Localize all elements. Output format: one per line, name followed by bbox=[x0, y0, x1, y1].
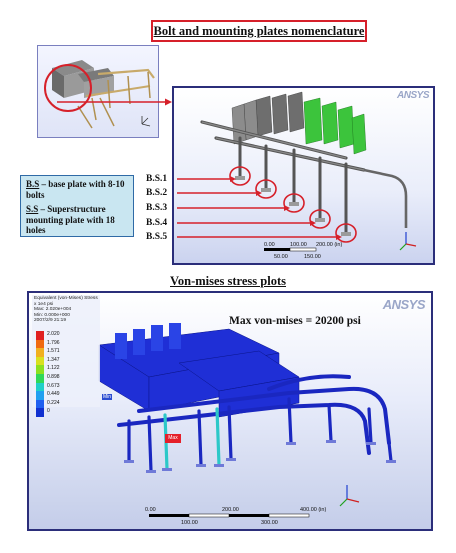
base-plate-label-1: B.S.1 bbox=[146, 174, 168, 184]
page-title: Bolt and mounting plates nomenclature bbox=[151, 20, 367, 42]
max-vonmises-label: Max von-mises = 20200 psi bbox=[229, 315, 361, 327]
colorbar-label: 1.796 bbox=[47, 339, 60, 346]
base-plate-label-5: B.S.5 bbox=[146, 232, 168, 242]
overview-model bbox=[44, 60, 155, 129]
legend-title: Equivalent (von-Mises) Stress bbox=[34, 296, 98, 301]
colorbar-label: 0.449 bbox=[47, 391, 60, 398]
stress-scale-0: 0.00 bbox=[145, 507, 156, 513]
base-plate-label-4: B.S.4 bbox=[146, 218, 168, 228]
colorbar-swatch bbox=[36, 348, 44, 357]
stress-legend-header: Equivalent (von-Mises) Stress x 1e4 psi … bbox=[32, 295, 100, 325]
stress-scale-100: 100.00 bbox=[181, 520, 198, 526]
colorbar-swatch bbox=[36, 356, 44, 366]
stress-model bbox=[98, 323, 396, 518]
detail-model bbox=[200, 91, 417, 252]
legend-date: 2007/2/9 21:19 bbox=[34, 318, 67, 324]
min-stress-tag: Min bbox=[102, 394, 113, 400]
colorbar-label: 0.224 bbox=[47, 399, 60, 406]
colorbar-swatch bbox=[36, 339, 44, 349]
colorbar-swatch bbox=[36, 374, 44, 383]
stress-legend: Equivalent (von-Mises) Stress x 1e4 psi … bbox=[32, 295, 100, 417]
colorbar-label: 2.020 bbox=[47, 331, 60, 337]
colorbar-label: 1.571 bbox=[47, 348, 60, 355]
stress-scale-400: 400.00 (in) bbox=[300, 507, 327, 513]
detail-view-panel: ANSYS 0.00 50.00 100.00 150.00 200.00 (i… bbox=[172, 86, 435, 265]
legend-ss-entry: S.S – Superstructure mounting plate with… bbox=[26, 204, 128, 236]
scale-label-150: 150.00 bbox=[304, 254, 321, 260]
colorbar-swatch bbox=[36, 399, 44, 409]
ansys-watermark: ANSYS bbox=[397, 90, 429, 101]
colorbar-swatch bbox=[36, 382, 44, 392]
legend-max: Max: 2.020e+004 bbox=[34, 307, 72, 313]
base-plate-label-2: B.S.2 bbox=[146, 188, 168, 198]
legend-unit: x 1e4 psi bbox=[34, 301, 54, 307]
colorbar-label: 0.898 bbox=[47, 374, 60, 380]
colorbar-swatch bbox=[36, 391, 44, 400]
scale-label-100: 100.00 bbox=[290, 242, 307, 248]
colorbar-swatch bbox=[36, 365, 44, 374]
legend-ss-text: – Superstructure mounting plate with 18 … bbox=[26, 204, 115, 235]
colorbar-label: 1.347 bbox=[47, 356, 60, 363]
abbreviation-legend: B.S – base plate with 8-10 bolts S.S – S… bbox=[20, 175, 134, 237]
colorbar-label: 1.122 bbox=[47, 365, 60, 372]
colorbar-swatch bbox=[36, 331, 44, 340]
legend-min: Min: 0.000e+000 bbox=[34, 312, 70, 318]
stress-plot-panel: Equivalent (von-Mises) Stress x 1e4 psi … bbox=[27, 291, 433, 531]
colorbar-label: 0.673 bbox=[47, 382, 60, 389]
colorbar-label: 0 bbox=[47, 408, 50, 415]
scale-label-0: 0.00 bbox=[264, 242, 275, 248]
legend-bs-entry: B.S – base plate with 8-10 bolts bbox=[26, 179, 128, 200]
stress-scale-300: 300.00 bbox=[261, 520, 278, 526]
ansys-watermark-stress: ANSYS bbox=[382, 297, 426, 312]
legend-bs-text: – base plate with 8-10 bolts bbox=[26, 179, 125, 200]
stress-scale-200: 200.00 bbox=[222, 507, 239, 513]
max-stress-tag: Max bbox=[165, 434, 181, 443]
legend-ss-abbr: S.S bbox=[26, 204, 39, 214]
section-heading: Von-mises stress plots bbox=[170, 274, 286, 288]
overview-thumbnail bbox=[37, 45, 159, 138]
colorbar-swatch bbox=[36, 408, 44, 417]
scale-label-50: 50.00 bbox=[274, 254, 288, 260]
base-plate-label-3: B.S.3 bbox=[146, 203, 168, 213]
legend-bs-abbr: B.S bbox=[26, 179, 40, 189]
scale-label-200: 200.00 (in) bbox=[316, 242, 343, 248]
